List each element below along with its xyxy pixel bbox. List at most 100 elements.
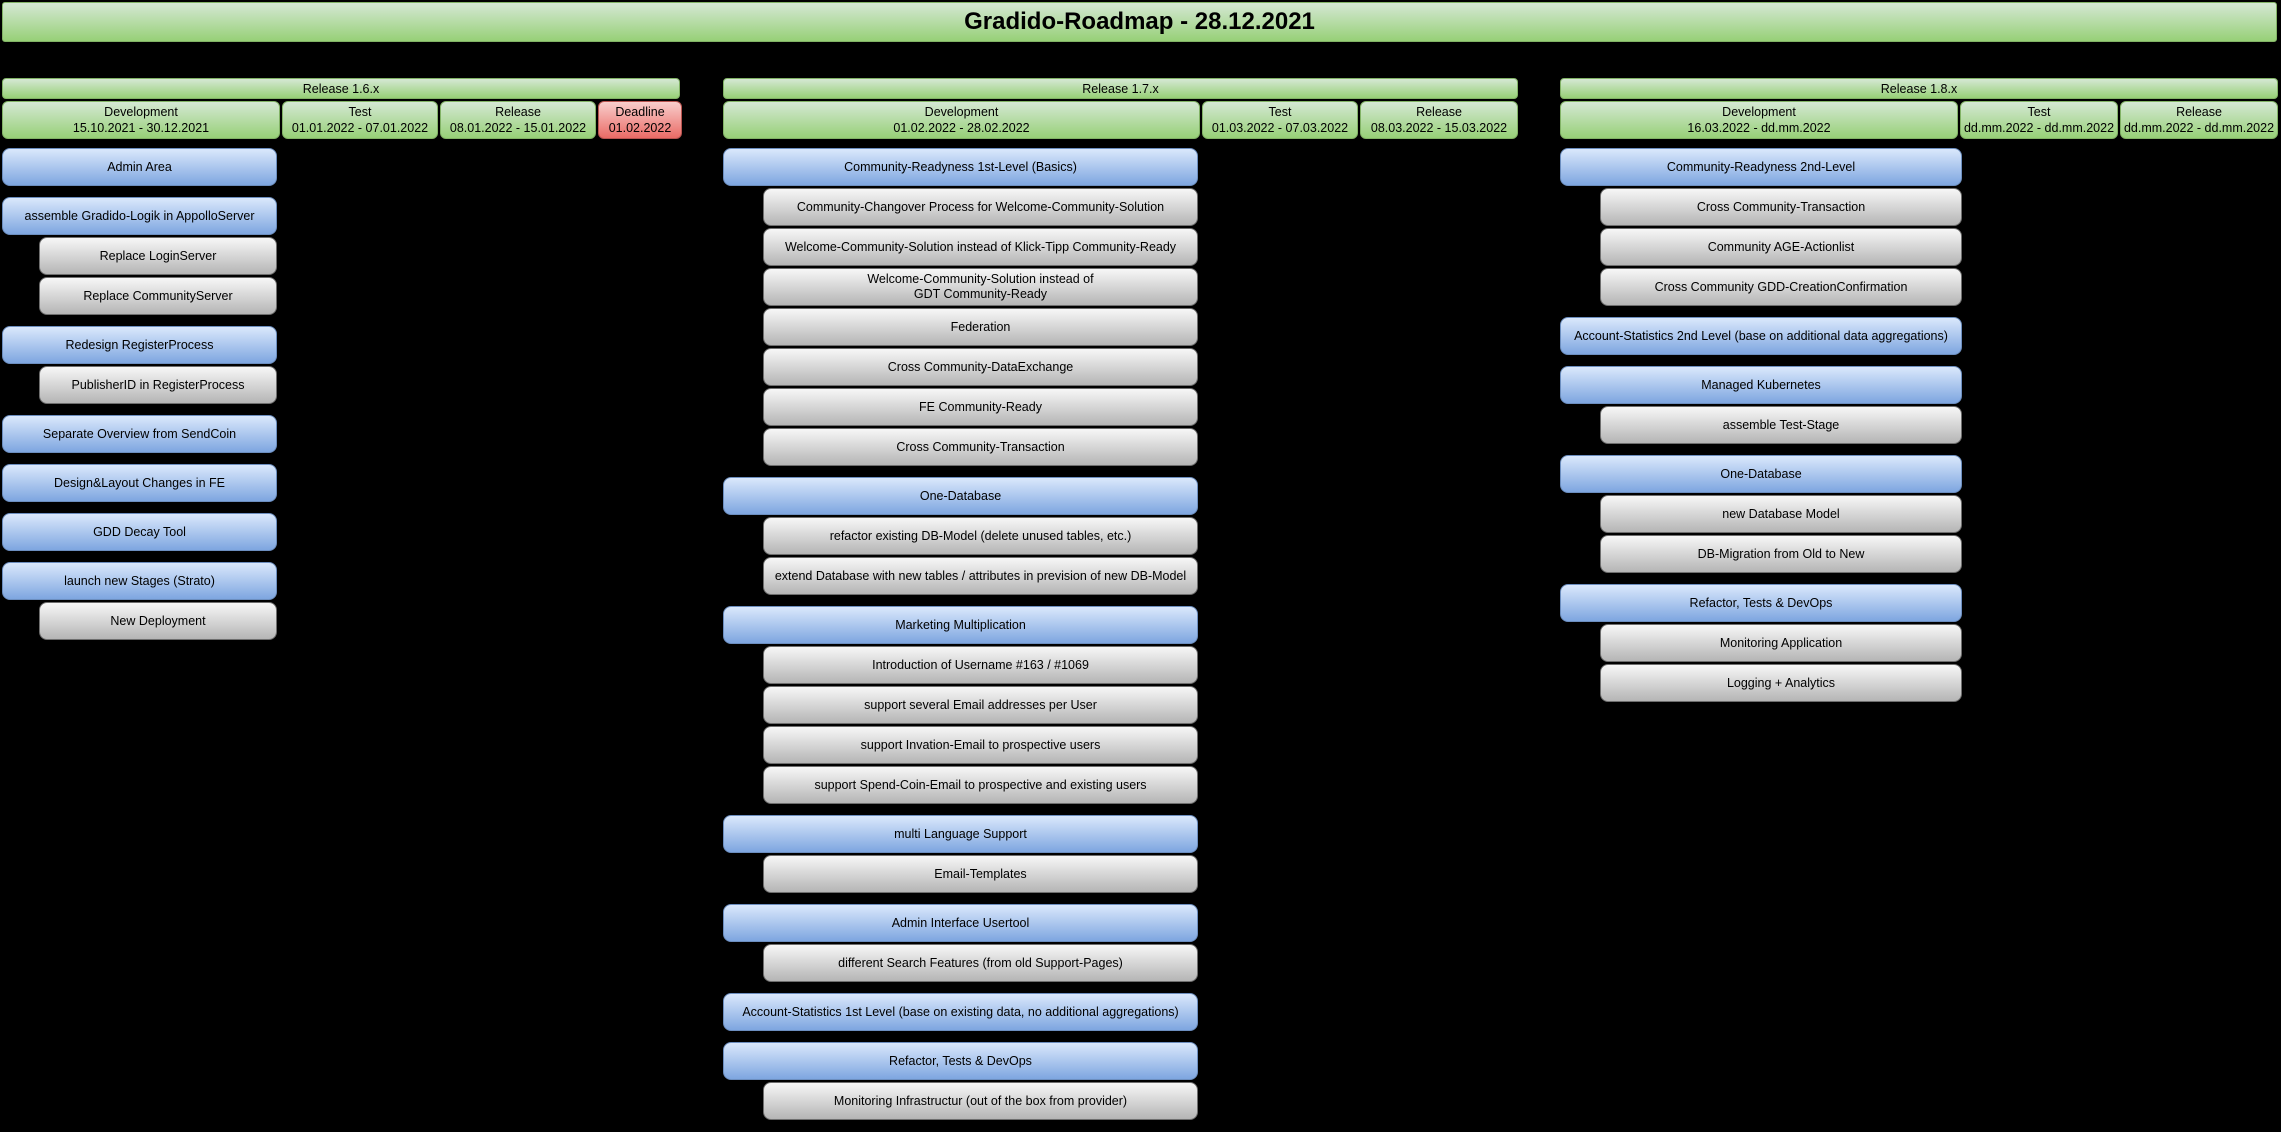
- task-bar-parent: Account-Statistics 1st Level (base on ex…: [723, 993, 1198, 1031]
- phase-label: Development: [104, 105, 178, 119]
- task-bar-child: Federation: [763, 308, 1198, 346]
- task-group: Design&Layout Changes in FE: [2, 464, 682, 502]
- task-bar-child: PublisherID in RegisterProcess: [39, 366, 277, 404]
- task-bar-child: refactor existing DB-Model (delete unuse…: [763, 517, 1198, 555]
- task-bar-child: support Invation-Email to prospective us…: [763, 726, 1198, 764]
- task-bar-parent: Marketing Multiplication: [723, 606, 1198, 644]
- release-header: Release 1.8.x: [1560, 78, 2278, 99]
- phase-label: Test: [1268, 105, 1292, 119]
- task-bar-child: Cross Community-Transaction: [1600, 188, 1962, 226]
- phase-row: Development 15.10.2021 - 30.12.2021 Test 01…: [2, 101, 682, 139]
- task-bar-child: DB-Migration from Old to New: [1600, 535, 1962, 573]
- task-bar-parent: Community-Readyness 1st-Level (Basics): [723, 148, 1198, 186]
- task-bar-child: support Spend-Coin-Email to prospective …: [763, 766, 1198, 804]
- page-title: Gradido-Roadmap - 28.12.2021: [2, 2, 2277, 42]
- release-header: Release 1.6.x: [2, 78, 680, 99]
- phase-dates: 08.01.2022 - 15.01.2022: [449, 121, 587, 135]
- task-bar-child: different Search Features (from old Supp…: [763, 944, 1198, 982]
- phase-label: Deadline: [615, 105, 665, 119]
- task-bar-child: Replace CommunityServer: [39, 277, 277, 315]
- task-bar-child: Replace LoginServer: [39, 237, 277, 275]
- phase-box-release: Release 08.03.2022 - 15.03.2022: [1360, 101, 1518, 139]
- task-bar-child: New Deployment: [39, 602, 277, 640]
- phase-label: Release: [1416, 105, 1462, 119]
- phase-box-test: Test 01.01.2022 - 07.01.2022: [282, 101, 438, 139]
- phase-label: Development: [1722, 105, 1796, 119]
- phase-dates: 01.02.2022: [608, 121, 672, 135]
- task-bar-child: Welcome-Community-Solution instead of Kl…: [763, 228, 1198, 266]
- phase-label: Test: [348, 105, 372, 119]
- phase-dates: 01.02.2022 - 28.02.2022: [893, 121, 1030, 135]
- task-bar-parent: One-Database: [1560, 455, 1962, 493]
- phase-dates: 01.03.2022 - 07.03.2022: [1211, 121, 1349, 135]
- task-group: GDD Decay Tool: [2, 513, 682, 551]
- task-group: Separate Overview from SendCoin: [2, 415, 682, 453]
- task-bar-child: Cross Community GDD-CreationConfirmation: [1600, 268, 1962, 306]
- task-bar-parent: Redesign RegisterProcess: [2, 326, 277, 364]
- task-bar-parent: One-Database: [723, 477, 1198, 515]
- phase-dates: 15.10.2021 - 30.12.2021: [72, 121, 210, 135]
- task-bar-parent: Refactor, Tests & DevOps: [1560, 584, 1962, 622]
- phase-label: Development: [924, 105, 999, 119]
- task-bar-child: Monitoring Infrastructur (out of the box…: [763, 1082, 1198, 1120]
- task-bar-parent: Admin Area: [2, 148, 277, 186]
- task-bar-parent: Account-Statistics 2nd Level (base on ad…: [1560, 317, 1962, 355]
- phase-row: Development 01.02.2022 - 28.02.2022 Test 01…: [723, 101, 1518, 139]
- task-bar-parent: Managed Kubernetes: [1560, 366, 1962, 404]
- task-list: Community-Readyness 1st-Level (Basics)Co…: [723, 148, 1518, 1120]
- task-bar-parent: Community-Readyness 2nd-Level: [1560, 148, 1962, 186]
- phase-label: Release: [495, 105, 541, 119]
- task-group: launch new Stages (Strato)New Deployment: [2, 562, 682, 640]
- task-group: Account-Statistics 1st Level (base on ex…: [723, 993, 1518, 1031]
- task-bar-child: Cross Community-DataExchange: [763, 348, 1198, 386]
- task-bar-child: extend Database with new tables / attrib…: [763, 557, 1198, 595]
- task-group: Community-Readyness 1st-Level (Basics)Co…: [723, 148, 1518, 466]
- task-bar-child: FE Community-Ready: [763, 388, 1198, 426]
- phase-dates: 08.03.2022 - 15.03.2022: [1370, 121, 1508, 135]
- task-bar-parent: assemble Gradido-Logik in AppolloServer: [2, 197, 277, 235]
- task-bar-parent: Admin Interface Usertool: [723, 904, 1198, 942]
- task-bar-child: new Database Model: [1600, 495, 1962, 533]
- task-bar-parent: Refactor, Tests & DevOps: [723, 1042, 1198, 1080]
- task-bar-child: Email-Templates: [763, 855, 1198, 893]
- task-bar-parent: Design&Layout Changes in FE: [2, 464, 277, 502]
- task-bar-child: Logging + Analytics: [1600, 664, 1962, 702]
- task-bar-child: assemble Test-Stage: [1600, 406, 1962, 444]
- release-header: Release 1.7.x: [723, 78, 1518, 99]
- task-bar-parent: multi Language Support: [723, 815, 1198, 853]
- phase-dates: 01.01.2022 - 07.01.2022: [291, 121, 429, 135]
- task-bar-child: Introduction of Username #163 / #1069: [763, 646, 1198, 684]
- task-bar-child: support several Email addresses per User: [763, 686, 1198, 724]
- phase-label: Test: [2027, 105, 2051, 119]
- task-bar-child: Cross Community-Transaction: [763, 428, 1198, 466]
- task-group: Account-Statistics 2nd Level (base on ad…: [1560, 317, 2278, 355]
- phase-box-development: Development 01.02.2022 - 28.02.2022: [723, 101, 1200, 139]
- task-bar-parent: launch new Stages (Strato): [2, 562, 277, 600]
- phase-box-test: Test 01.03.2022 - 07.03.2022: [1202, 101, 1358, 139]
- task-bar-child: Community AGE-Actionlist: [1600, 228, 1962, 266]
- phase-dates: dd.mm.2022 - dd.mm.2022: [2123, 121, 2275, 135]
- phase-box-deadline: Deadline 01.02.2022: [598, 101, 682, 139]
- task-bar-child: Monitoring Application: [1600, 624, 1962, 662]
- phase-box-release: Release 08.01.2022 - 15.01.2022: [440, 101, 596, 139]
- task-group: Admin Area: [2, 148, 682, 186]
- task-list: Admin Area assemble Gradido-Logik in Appo…: [2, 148, 682, 640]
